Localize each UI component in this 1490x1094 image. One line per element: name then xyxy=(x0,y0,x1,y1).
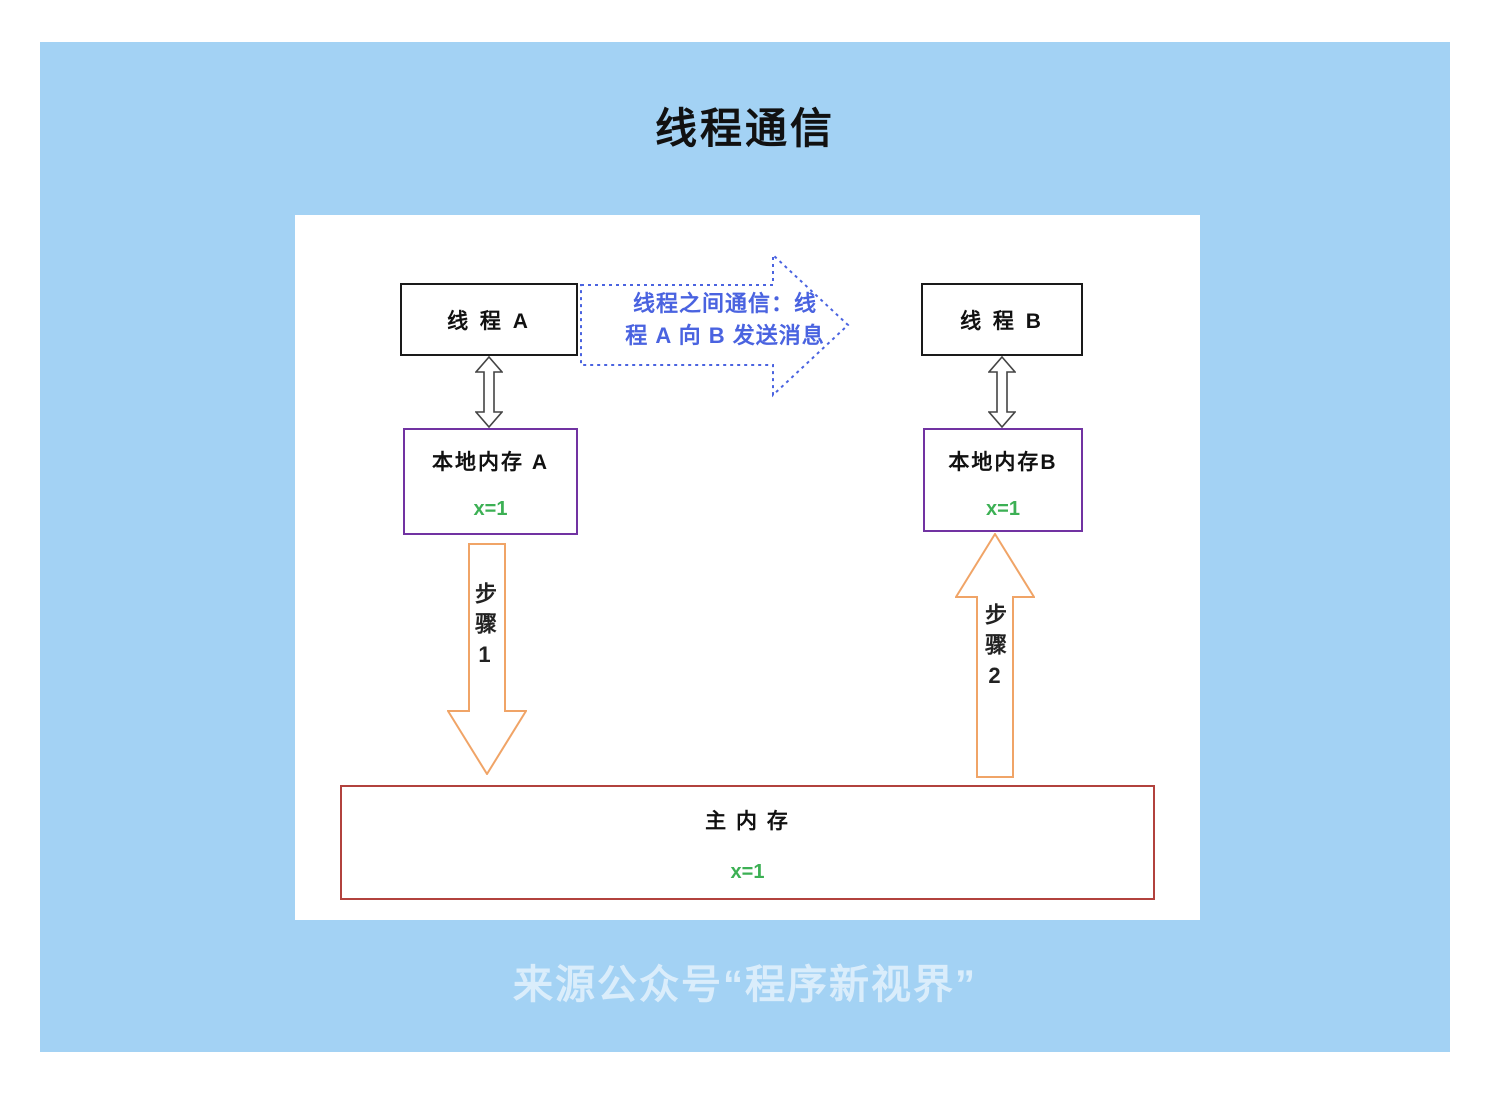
local-memory-a-value: x=1 xyxy=(473,498,508,520)
step1-down-arrow-icon xyxy=(447,543,527,775)
watermark-text: 来源公众号“程序新视界” xyxy=(513,963,977,1007)
message-block-arrow-icon xyxy=(580,253,850,398)
main-memory-label: 主 内 存 xyxy=(705,810,790,833)
local-memory-b-box: 本地内存B x=1 xyxy=(923,428,1083,532)
step1-label: 步骤1 xyxy=(472,582,497,675)
double-arrow-b-icon xyxy=(988,356,1016,428)
thread-a-box: 线 程 A xyxy=(400,283,578,356)
local-memory-a-box: 本地内存 A x=1 xyxy=(403,428,578,535)
main-memory-value: x=1 xyxy=(730,861,765,883)
thread-b-label: 线 程 B xyxy=(960,309,1044,333)
main-memory-box: 主 内 存 x=1 xyxy=(340,785,1155,900)
local-memory-b-value: x=1 xyxy=(986,498,1020,520)
message-line-1: 线程之间通信：线 xyxy=(632,291,817,316)
thread-a-label: 线 程 A xyxy=(447,309,531,333)
step2-up-arrow-icon xyxy=(955,533,1035,778)
page-title: 线程通信 xyxy=(654,105,835,152)
message-line-2: 程 A 向 B 发送消息 xyxy=(625,323,825,348)
local-memory-b-label: 本地内存B xyxy=(948,451,1058,474)
local-memory-a-label: 本地内存 A xyxy=(432,451,549,474)
thread-b-box: 线 程 B xyxy=(921,283,1083,356)
message-text: 线程之间通信：线 程 A 向 B 发送消息 xyxy=(595,288,855,352)
step2-label: 步骤2 xyxy=(982,603,1007,696)
double-arrow-a-icon xyxy=(475,356,503,428)
